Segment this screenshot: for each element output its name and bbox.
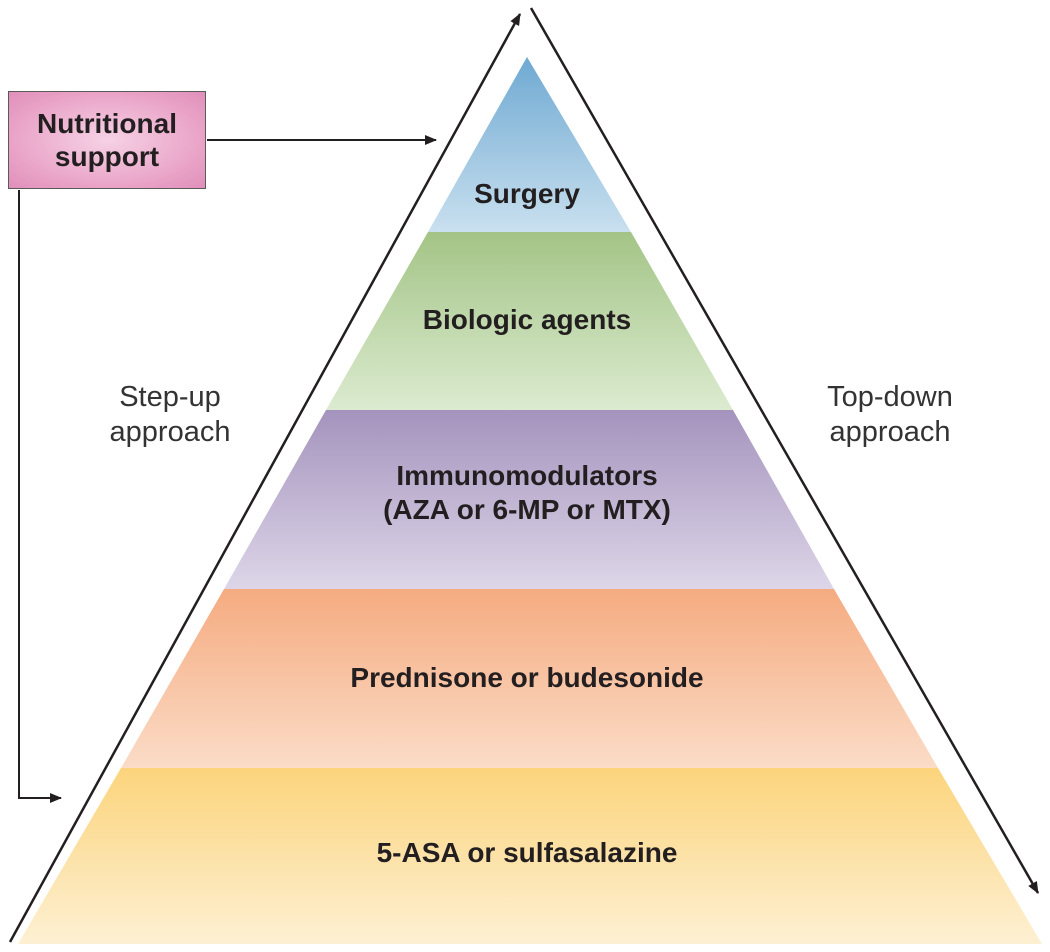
step-up-arrow — [8, 13, 522, 943]
tier-label-5-asa: 5-ASA or sulfasalazine — [376, 837, 678, 868]
nutritional-support-line1: Nutritional — [37, 108, 177, 139]
top-down-line1: Top-down — [827, 381, 953, 413]
tier-label-immunomodulators: Immunomodulators (AZA or 6-MP or MTX) — [277, 459, 777, 527]
tier-label-prednisone: Prednisone or budesonide — [350, 662, 704, 693]
tier-biologic-agents — [326, 232, 733, 410]
tier-5-asa — [18, 768, 1042, 944]
tier-label-surgery: Surgery — [474, 178, 580, 209]
immunomodulators-line1: Immunomodulators — [396, 460, 658, 491]
top-down-arrow — [529, 7, 1040, 894]
nutrition-arrow-down — [18, 190, 62, 803]
nutritional-support-box: Nutritional support — [8, 91, 206, 189]
immunomodulators-line2: (AZA or 6-MP or MTX) — [383, 494, 671, 525]
tier-immunomodulators — [224, 410, 834, 589]
top-down-label: Top-down approach — [800, 380, 980, 450]
step-up-line1: Step-up — [119, 381, 221, 413]
step-up-line2: approach — [109, 416, 231, 448]
top-down-line2: approach — [829, 416, 951, 448]
tier-label-biologic-agents: Biologic agents — [422, 304, 632, 335]
step-up-label: Step-up approach — [80, 380, 260, 450]
nutritional-support-line2: support — [54, 141, 160, 172]
tier-surgery — [428, 57, 631, 232]
tier-prednisone — [121, 589, 938, 768]
